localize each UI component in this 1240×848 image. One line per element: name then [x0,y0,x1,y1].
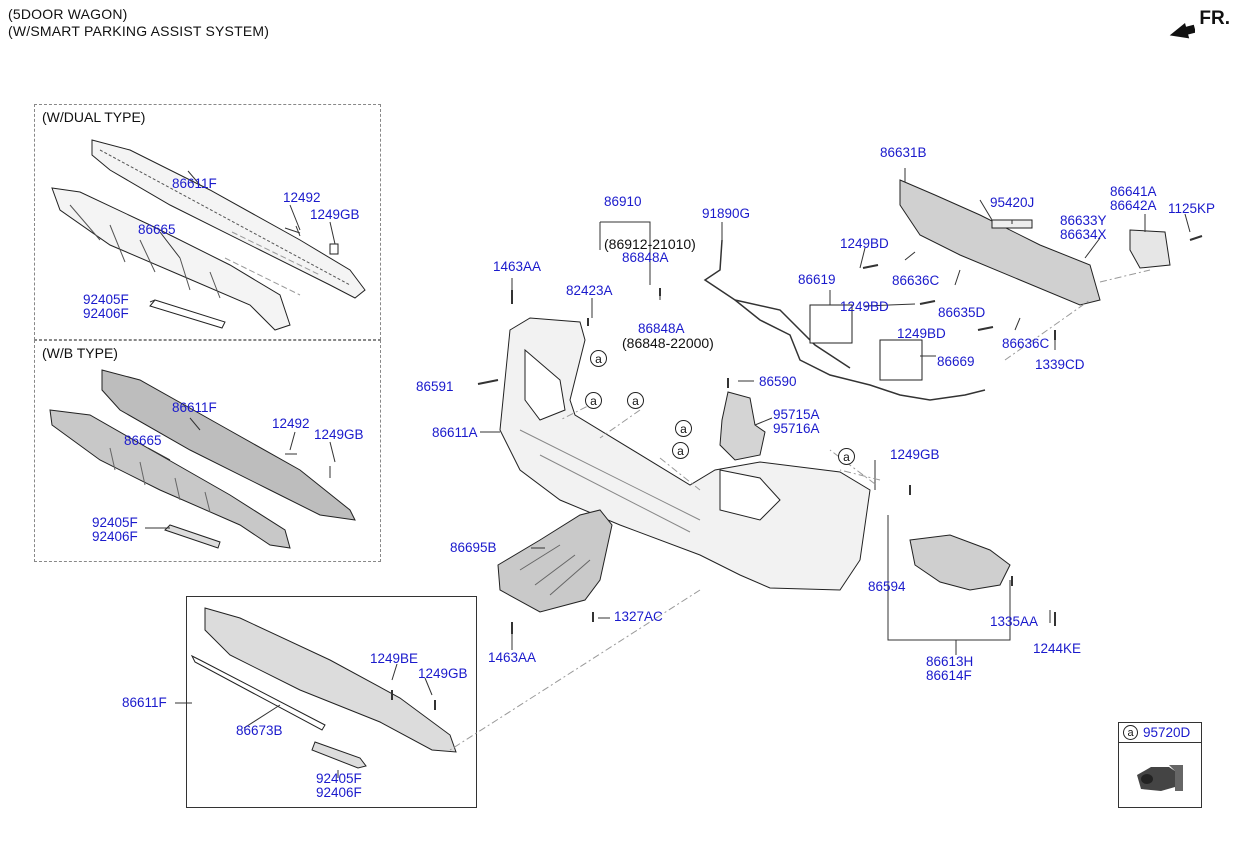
part-label[interactable]: 1125KP [1168,201,1216,216]
part-label[interactable]: 1249GB [890,447,940,462]
dual-type-title: (W/DUAL TYPE) [42,109,146,125]
wb-bumper-lip [101,369,356,521]
part-label[interactable]: 12492 [283,190,321,205]
part-label[interactable]: 86695B [450,540,497,555]
part-label[interactable]: 86641A [1110,184,1157,199]
part-label[interactable]: 86590 [759,374,797,389]
part-label[interactable]: 92406F [92,529,138,544]
lower-bumper-lip [204,607,457,753]
ref-mark-a: a [672,442,689,459]
part-label[interactable]: 95716A [773,421,820,436]
lower-variant-box [186,596,477,808]
lower-reflector [311,741,367,769]
variant-title: (5DOOR WAGON) [8,6,128,22]
part-alt-number: (86848-22000) [622,335,714,351]
part-label[interactable]: 95715A [773,407,820,422]
legend-ref-mark: a [1123,725,1138,740]
part-label[interactable]: 1463AA [488,650,537,665]
part-label[interactable]: 91890G [702,206,751,221]
ref-mark-a: a [675,420,692,437]
front-arrow-icon [1170,22,1196,39]
part-label[interactable]: 86611F [172,176,217,191]
part-alt-number: (86912-21010) [604,236,696,252]
part-label[interactable]: 1249BD [897,326,946,341]
lower-garnish-strip [190,654,326,731]
sensor-bracket [719,391,766,461]
part-label[interactable]: 86665 [124,433,162,448]
part-label[interactable]: 86636C [1002,336,1050,351]
part-label[interactable]: 92405F [92,515,138,530]
wb-type-title: (W/B TYPE) [42,345,118,361]
part-label[interactable]: 86665 [138,222,176,237]
part-label[interactable]: 1463AA [493,259,542,274]
part-label[interactable]: 12492 [272,416,310,431]
front-label: FR. [1199,8,1230,29]
part-label[interactable]: 86673B [236,723,283,738]
dual-reflector [149,299,226,329]
part-label[interactable]: 86591 [416,379,454,394]
part-label[interactable]: 1327AC [614,609,663,624]
part-label[interactable]: 86614F [926,668,972,683]
part-label[interactable]: 1249BE [370,651,419,666]
part-label[interactable]: 86594 [868,579,906,594]
legend-box: a 95720D [1118,722,1202,808]
part-label[interactable]: 86635D [938,305,986,320]
wb-reflector [164,524,221,549]
part-label[interactable]: 82423A [566,283,613,298]
side-bracket [909,534,1011,591]
part-label[interactable]: 86848A [638,321,685,336]
wb-type-box [34,340,381,562]
part-label[interactable]: 95420J [990,195,1035,210]
legend-part-label[interactable]: 95720D [1143,725,1191,740]
ref-mark-a: a [838,448,855,465]
part-label[interactable]: 86613H [926,654,974,669]
splash-shield [497,509,613,613]
part-label[interactable]: 1249BD [840,236,889,251]
part-label[interactable]: 92405F [316,771,362,786]
part-label[interactable]: 92406F [83,306,129,321]
part-label[interactable]: 86642A [1110,198,1157,213]
part-label[interactable]: 86619 [798,272,836,287]
ref-mark-a: a [585,392,602,409]
part-label[interactable]: 86633Y [1060,213,1107,228]
part-label[interactable]: 86611F [122,695,167,710]
dual-diffuser [51,187,291,331]
part-label[interactable]: 86636C [892,273,940,288]
part-label[interactable]: 1249BD [840,299,889,314]
part-label[interactable]: 86611F [172,400,217,415]
variant-subtitle: (W/SMART PARKING ASSIST SYSTEM) [8,23,270,39]
ref-mark-a: a [590,350,607,367]
part-label[interactable]: 86631B [880,145,927,160]
ref-mark-a: a [627,392,644,409]
wiring-harness [703,239,986,401]
front-indicator: FR. [1170,8,1230,39]
part-label[interactable]: 1339CD [1035,357,1085,372]
parking-sensor-icon [1137,765,1183,791]
part-label[interactable]: 86848A [622,250,669,265]
part-label[interactable]: 92406F [316,785,362,800]
part-label[interactable]: 1335AA [990,614,1039,629]
part-label[interactable]: 1249GB [310,207,360,222]
part-label[interactable]: 1244KE [1033,641,1082,656]
part-label[interactable]: 86669 [937,354,975,369]
part-label[interactable]: 86910 [604,194,642,209]
dual-type-box [34,104,381,340]
part-label[interactable]: 86611A [432,425,478,440]
part-label[interactable]: 1249GB [314,427,364,442]
main-bumper-cover [499,317,871,591]
part-label[interactable]: 1249GB [418,666,468,681]
part-label[interactable]: 92405F [83,292,129,307]
rear-beam [899,179,1101,306]
part-label[interactable]: 86634X [1060,227,1107,242]
